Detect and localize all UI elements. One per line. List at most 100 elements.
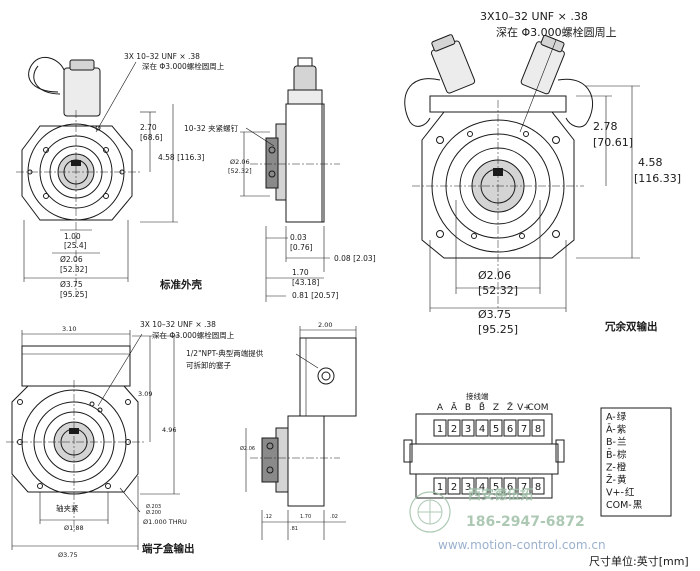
standard-dim-100-mm: [25.4] bbox=[64, 241, 87, 250]
pin-number-top: 7 bbox=[521, 424, 527, 435]
terminal-pin-top bbox=[503, 419, 517, 437]
standard-dim-206-mm: [52.32] bbox=[60, 265, 87, 274]
side-shaft-clamp bbox=[265, 137, 279, 189]
pin-label: Ā bbox=[451, 402, 458, 413]
terminal-side-dim-170: 1.70 bbox=[300, 514, 311, 520]
pin-number-bottom: 5 bbox=[493, 482, 499, 493]
legend-box bbox=[600, 407, 672, 517]
legend-color: 黑 bbox=[633, 500, 643, 511]
legend-signal: COM- bbox=[606, 500, 632, 511]
standard-dim-375: Ø3.75 bbox=[60, 280, 83, 289]
unit-note: 尺寸单位:英寸[mm] bbox=[589, 554, 689, 568]
terminal-pin-top bbox=[461, 419, 475, 437]
terminal-front-texts: 3X 10–32 UNF × .38 深在 Φ3.000螺栓圆周上 3.10 3… bbox=[56, 320, 235, 559]
side-dim-170-mm: [43.18] bbox=[292, 278, 319, 287]
terminal-side-dim-12: .12 bbox=[264, 514, 272, 520]
standard-title: 标准外壳 bbox=[159, 278, 202, 291]
standard-connector bbox=[63, 67, 101, 117]
pin-number-top: 8 bbox=[535, 424, 541, 435]
legend-color: 绿 bbox=[617, 411, 627, 423]
pin-number-bottom: 6 bbox=[507, 482, 513, 493]
redundant-texts: 3X10–32 UNF × .38 深在 Φ3.000螺栓圆周上 2.78 [7… bbox=[478, 10, 681, 336]
side-dim-003-mm: [0.76] bbox=[290, 243, 313, 252]
legend-color: 棕 bbox=[617, 449, 627, 461]
redundant-dim-458-mm: [116.33] bbox=[634, 172, 681, 185]
side-dim-206: Ø2.06 bbox=[230, 158, 250, 166]
side-dim-081: 0.81 [20.57] bbox=[292, 291, 338, 300]
legend-color: 黄 bbox=[617, 474, 627, 486]
pin-number-top: 3 bbox=[465, 424, 471, 435]
redundant-dim-375: Ø3.75 bbox=[478, 308, 511, 321]
terminal-side-clamp bbox=[261, 437, 279, 483]
terminal-dim-188: Ø1.88 bbox=[64, 524, 84, 532]
terminal-pin-bottom bbox=[475, 477, 489, 495]
terminal-pin-top bbox=[489, 419, 503, 437]
side-dim-008: 0.08 [2.03] bbox=[334, 254, 376, 263]
side-dim-003: 0.03 bbox=[290, 233, 307, 242]
legend-color: 红 bbox=[625, 487, 635, 499]
standard-dim-206: Ø2.06 bbox=[60, 255, 83, 264]
pin-label: COM bbox=[527, 403, 548, 413]
redundant-flange bbox=[421, 111, 575, 259]
pin-number-bottom: 7 bbox=[521, 482, 527, 493]
pin-number-top: 6 bbox=[507, 424, 513, 435]
redundant-dim-206: Ø2.06 bbox=[478, 269, 511, 282]
redundant-dim-278-mm: [70.61] bbox=[593, 136, 633, 149]
terminal-block-title: 接线端 bbox=[466, 391, 489, 401]
pin-label: B̄ bbox=[479, 401, 485, 413]
side-dim-206-mm: [52.32] bbox=[228, 167, 252, 175]
pin-label: Z̄ bbox=[507, 401, 513, 413]
terminal-thru-2: Ø.200 bbox=[146, 509, 161, 516]
terminal-pin-bottom bbox=[503, 477, 517, 495]
terminal-pin-top bbox=[447, 419, 461, 437]
pin-label: A bbox=[437, 403, 444, 413]
watermark-brand: 西安德伍拓 bbox=[468, 487, 533, 503]
redundant-dim-458: 4.58 bbox=[638, 156, 663, 169]
terminal-pin-bottom bbox=[531, 477, 545, 495]
terminal-pin-top bbox=[475, 419, 489, 437]
pin-label: B bbox=[465, 403, 471, 413]
terminal-side-view bbox=[245, 326, 357, 540]
pin-number-top: 2 bbox=[451, 424, 457, 435]
standard-side-texts: 10-32 夹紧螺钉 Ø2.06 [52.32] 0.03 [0.76] 0.0… bbox=[184, 123, 376, 300]
legend-color: 橙 bbox=[617, 461, 627, 473]
terminal-thru-1: Ø.203 bbox=[146, 503, 161, 510]
pin-number-top: 5 bbox=[493, 424, 499, 435]
legend-color: 紫 bbox=[617, 425, 627, 436]
terminal-dim-310: 3.10 bbox=[62, 325, 76, 333]
terminal-side-dim-02: .02 bbox=[330, 514, 338, 520]
terminal-npt-note-line2: 可拆卸的塞子 bbox=[186, 360, 231, 370]
standard-dim-458: 4.58 [116.3] bbox=[158, 153, 204, 162]
pin-number-bottom: 2 bbox=[451, 482, 457, 493]
pin-label: V+ bbox=[517, 403, 531, 413]
terminal-pin-bottom bbox=[447, 477, 461, 495]
terminal-side-dim-d: Ø2.06 bbox=[240, 445, 255, 452]
terminal-shaft-clamp: 轴夹紧 bbox=[56, 503, 79, 513]
standard-dim-375-mm: [95.25] bbox=[60, 290, 87, 299]
terminal-side-dim-81: .81 bbox=[290, 526, 298, 532]
watermark: 西安德伍拓 186-2947-6872 www.motion-control.c… bbox=[409, 487, 606, 552]
pin-number-bottom: 4 bbox=[479, 482, 485, 493]
terminal-thread-note-line1: 3X 10–32 UNF × .38 bbox=[140, 320, 216, 329]
terminal-pin-bottom bbox=[517, 477, 531, 495]
pin-label: Z bbox=[493, 403, 499, 413]
legend-signal: Z̄- bbox=[606, 474, 616, 486]
legend-signal: Z- bbox=[606, 462, 616, 473]
terminal-dim-375: Ø3.75 bbox=[58, 551, 78, 559]
redundant-view bbox=[404, 34, 640, 312]
pin-number-top: 4 bbox=[479, 424, 485, 435]
standard-flange bbox=[21, 125, 133, 221]
legend-signal: B̄- bbox=[606, 449, 616, 461]
terminal-title: 端子盒输出 bbox=[142, 542, 195, 555]
terminal-pin-top bbox=[433, 419, 447, 437]
pin-number-bottom: 8 bbox=[535, 482, 541, 493]
redundant-dim-278: 2.78 bbox=[593, 120, 618, 133]
redundant-dim-375-mm: [95.25] bbox=[478, 323, 518, 336]
terminal-flange bbox=[11, 385, 139, 493]
clamp-screw-label: 10-32 夹紧螺钉 bbox=[184, 123, 239, 133]
terminal-pin-bottom bbox=[461, 477, 475, 495]
watermark-url: www.motion-control.com.cn bbox=[438, 538, 606, 552]
redundant-dim-206-mm: [52.32] bbox=[478, 284, 518, 297]
